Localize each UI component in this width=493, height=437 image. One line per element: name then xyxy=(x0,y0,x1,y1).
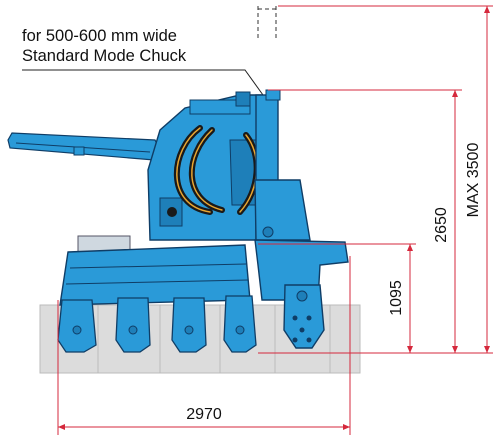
dimension-lines xyxy=(57,5,493,435)
machine-body xyxy=(147,91,273,241)
callout-leader-line xyxy=(22,69,264,96)
dimension-arrowheads xyxy=(58,6,490,430)
mast-extension-dashed xyxy=(257,6,277,38)
dimension-arm-height-label: 2650 xyxy=(433,207,450,243)
lower-carriage xyxy=(59,235,251,306)
mast xyxy=(254,89,311,246)
callout-line-2: Standard Mode Chuck xyxy=(22,47,187,65)
dimension-overall-length-label: 2970 xyxy=(186,406,222,423)
callout-line-1: for 500-600 mm wide xyxy=(22,27,177,45)
support-legs xyxy=(57,295,257,353)
chuck-assembly xyxy=(254,239,349,349)
boom-arm xyxy=(7,132,161,161)
dimension-base-height-label: 1095 xyxy=(388,280,405,316)
chuck-callout: for 500-600 mm wide Standard Mode Chuck xyxy=(22,26,186,66)
dimension-max-height-label: MAX 3500 xyxy=(465,143,482,218)
